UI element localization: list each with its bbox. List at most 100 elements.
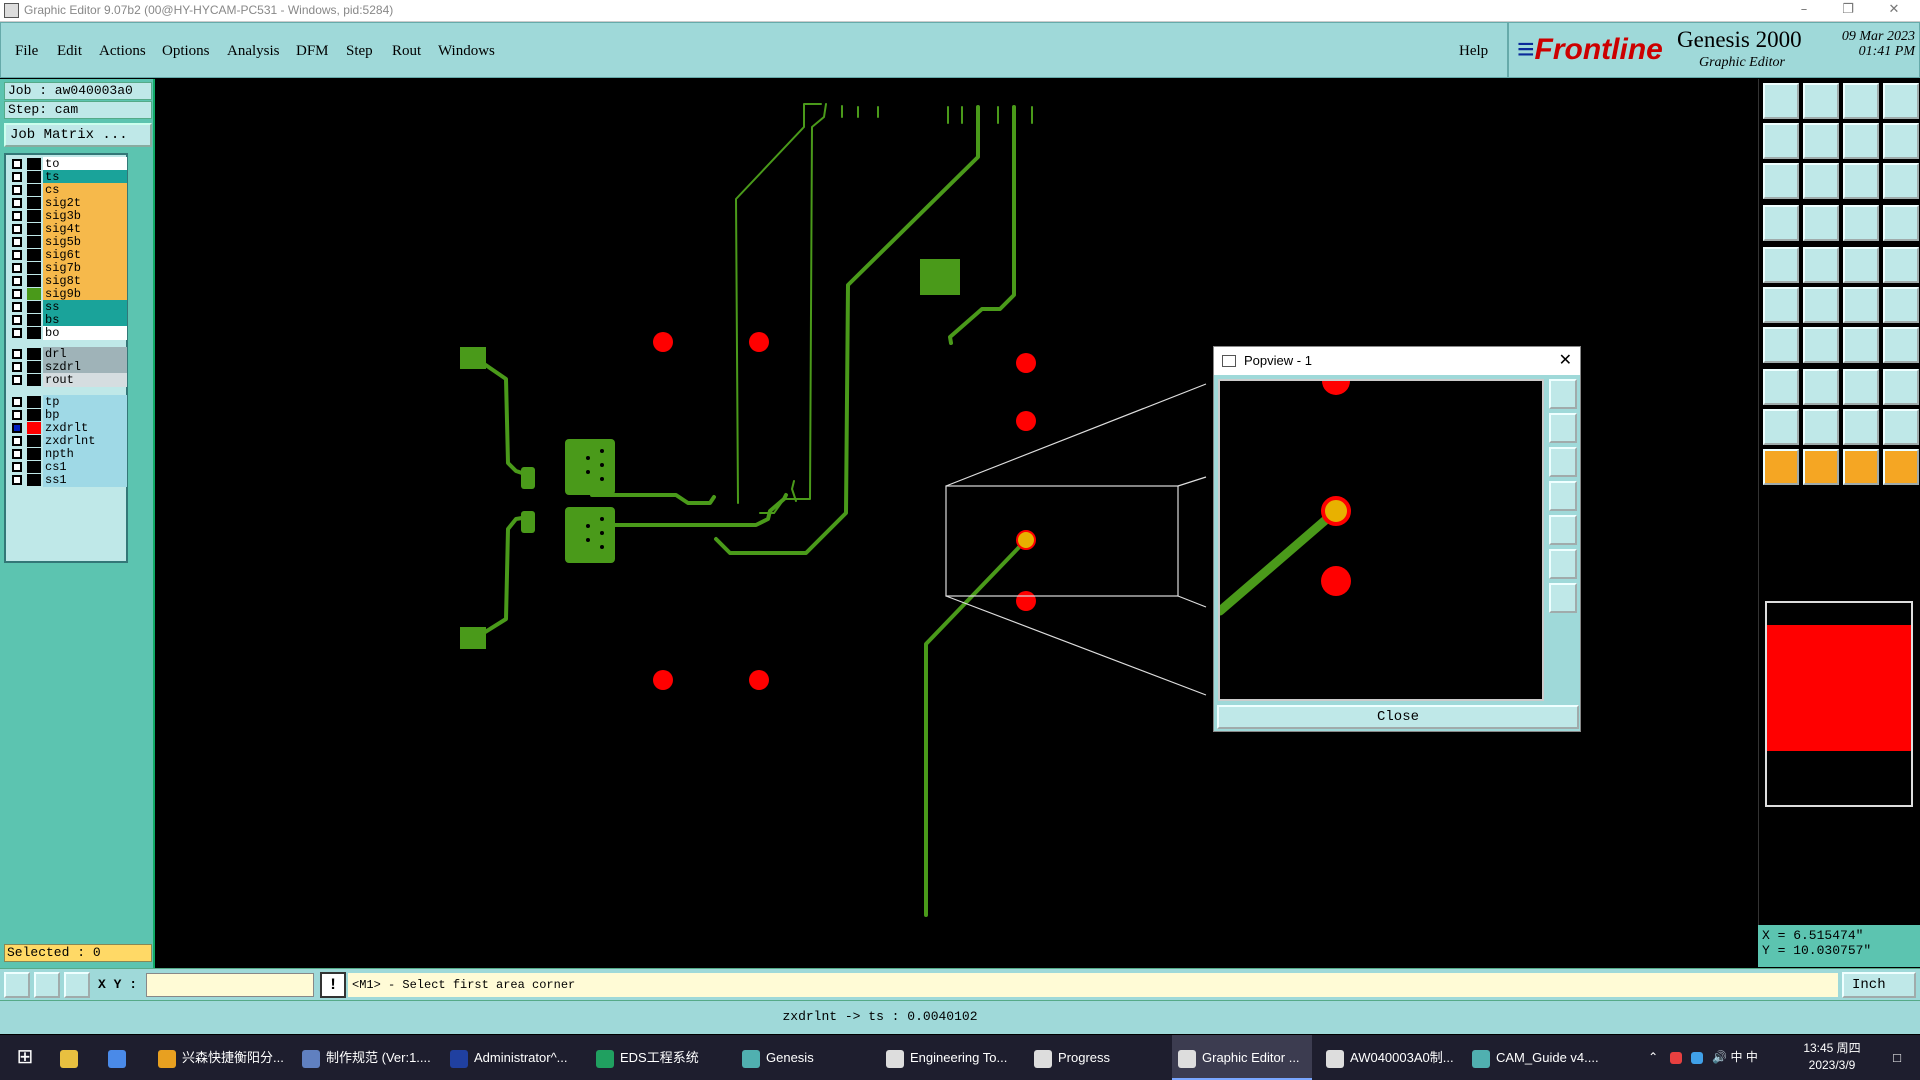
layer-name[interactable]: drl [43,347,127,361]
layer-row-to[interactable]: to [9,157,127,171]
layer-name[interactable]: rout [43,373,127,387]
layer-checkbox[interactable] [12,159,22,169]
mirror-icon[interactable] [1883,327,1919,363]
zoom-home-icon[interactable] [1549,413,1577,443]
nodes-icon[interactable] [1763,287,1799,323]
layer-row-sig2t[interactable]: sig2t [9,196,127,210]
grid-icon[interactable] [1803,205,1839,241]
layer-checkbox[interactable] [12,315,22,325]
layer-name[interactable]: sig4t [43,222,127,236]
taskbar-item[interactable]: 兴森快捷衡阳分... [152,1035,292,1080]
layer-checkbox[interactable] [12,250,22,260]
layer-row-bs[interactable]: bs [9,313,127,327]
menu-actions[interactable]: Actions [99,43,146,59]
layer-name[interactable]: sig2t [43,196,127,210]
volume-icon[interactable]: 🔊 [1712,1050,1728,1064]
menu-help[interactable]: Help [1459,43,1489,59]
layer-checkbox[interactable] [12,289,22,299]
info-button[interactable]: ! [320,972,346,998]
layer-checkbox[interactable] [12,397,22,407]
zoom-in-icon[interactable] [1763,83,1799,119]
popview-canvas[interactable] [1215,367,1544,701]
layer-row-ss1[interactable]: ss1 [9,473,127,487]
layer-checkbox[interactable] [12,237,22,247]
pointer3-icon[interactable] [1883,449,1919,485]
measure-icon[interactable] [34,972,60,998]
measure-blue-icon[interactable] [1883,205,1919,241]
taskbar-item[interactable]: CAM_Guide v4.... [1466,1035,1606,1080]
pad-add-icon[interactable] [1763,369,1799,405]
chevron-up-icon[interactable]: ⌃ [1648,1050,1659,1064]
xy-input[interactable] [146,973,314,997]
menu-windows[interactable]: Windows [438,43,495,59]
layer-name[interactable]: bo [43,326,127,340]
close-icon[interactable]: ✕ [1558,350,1572,369]
menu-file[interactable]: File [15,43,39,59]
layer-row-tp[interactable]: tp [9,395,127,409]
layer-name[interactable]: sig8t [43,274,127,288]
layer-checkbox[interactable] [12,328,22,338]
snap-icon[interactable] [4,972,30,998]
menu-step[interactable]: Step [346,43,373,59]
start-icon[interactable]: ⊞ [16,1046,34,1068]
split-view-icon[interactable] [1883,83,1919,119]
zoom-fit-icon[interactable] [1843,123,1879,159]
layer-name[interactable]: tp [43,395,127,409]
taskbar-item[interactable]: Progress [1028,1035,1168,1080]
layer-name[interactable]: ts [43,170,127,184]
menu-edit[interactable]: Edit [57,43,82,59]
zoom-out-icon[interactable] [1549,549,1577,579]
layer-row-bo[interactable]: bo [9,326,127,340]
layer-name[interactable]: cs1 [43,460,127,474]
layer-checkbox[interactable] [12,362,22,372]
pad-icon[interactable] [1883,247,1919,283]
lang-indicator[interactable]: 中 [1745,1050,1758,1064]
select-icon[interactable] [1763,449,1799,485]
layer-name[interactable]: zxdrlnt [43,434,127,448]
zoom-area-icon[interactable] [1763,163,1799,199]
layer-row-npth[interactable]: npth [9,447,127,461]
close-button[interactable]: Close [1217,705,1579,729]
layer-name[interactable]: sig6t [43,248,127,262]
menu-analysis[interactable]: Analysis [227,43,280,59]
units-selector[interactable]: Inch [1842,972,1916,998]
layer-checkbox[interactable] [12,449,22,459]
zoom-center-icon[interactable] [1803,163,1839,199]
layer-checkbox[interactable] [12,462,22,472]
layer-checkbox[interactable] [12,436,22,446]
screen-icon[interactable] [1763,247,1799,283]
taskbar-item[interactable]: AW040003A0制... [1320,1035,1460,1080]
layer-name[interactable]: zxdrlt [43,421,127,435]
draw-line-icon[interactable] [1763,327,1799,363]
layer-name[interactable]: bs [43,313,127,327]
layers-icon[interactable] [1763,205,1799,241]
layer-name[interactable]: cs [43,183,127,197]
restore-icon[interactable]: ❐ [1842,2,1854,17]
layer-name[interactable]: szdrl [43,360,127,374]
home-view-icon[interactable] [1843,83,1879,119]
pan-right-icon[interactable] [1549,515,1577,545]
layer-checkbox[interactable] [12,375,22,385]
layer-row-ss[interactable]: ss [9,300,127,314]
pointer2-icon[interactable] [1843,449,1879,485]
layer-row-bp[interactable]: bp [9,408,127,422]
layer-checkbox[interactable] [12,349,22,359]
pan-left-icon[interactable] [1549,481,1577,511]
layer-row-zxdrlnt[interactable]: zxdrlnt [9,434,127,448]
snap-icon[interactable] [1843,369,1879,405]
layer-checkbox[interactable] [12,198,22,208]
line-icon[interactable] [1843,287,1879,323]
layer-row-sig6t[interactable]: sig6t [9,248,127,262]
zoom-in-icon[interactable] [1549,447,1577,477]
a-tool-icon[interactable] [1803,409,1839,445]
help-icon[interactable] [1883,163,1919,199]
task-view-icon[interactable] [108,1035,138,1080]
ime-indicator[interactable]: 中 [1730,1050,1743,1064]
grid-icon[interactable] [64,972,90,998]
layer-row-drl[interactable]: drl [9,347,127,361]
layer-checkbox[interactable] [12,172,22,182]
layer-checkbox[interactable] [12,263,22,273]
layer-checkbox[interactable] [12,475,22,485]
pan-left-icon[interactable] [1763,123,1799,159]
layer-checkbox[interactable] [12,410,22,420]
